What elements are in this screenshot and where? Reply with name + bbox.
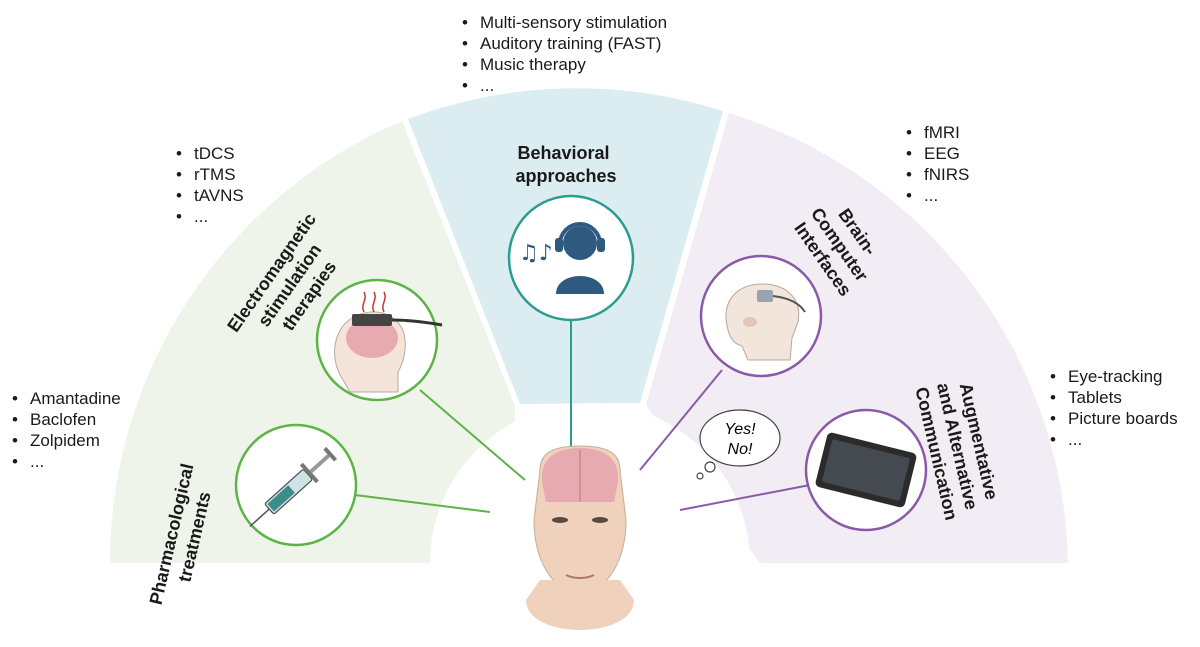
tablet-icon	[815, 432, 917, 508]
list-item: fNIRS	[902, 164, 969, 185]
aac-list: Eye-tracking Tablets Picture boards ...	[1046, 366, 1178, 450]
sector-pharma-electro	[109, 121, 515, 563]
headphones-person-icon: ♫♪	[519, 222, 605, 294]
electro-list: tDCS rTMS tAVNS ...	[172, 143, 244, 227]
list-item: Zolpidem	[8, 430, 121, 451]
behavioral-title: Behavioral approaches	[515, 143, 616, 186]
head-stimulation-icon	[334, 291, 443, 393]
list-item: Music therapy	[458, 54, 667, 75]
speech-bubble: Yes! No!	[696, 409, 781, 480]
svg-text:♫♪: ♫♪	[519, 241, 553, 266]
list-item: Amantadine	[8, 388, 121, 409]
skull-bci-icon	[725, 283, 806, 361]
list-item: Auditory training (FAST)	[458, 33, 667, 54]
list-item: Picture boards	[1046, 408, 1178, 429]
list-item: rTMS	[172, 164, 244, 185]
list-item: ...	[1046, 429, 1178, 450]
list-item: Tablets	[1046, 387, 1178, 408]
bci-list: fMRI EEG fNIRS ...	[902, 122, 969, 206]
list-item: ...	[8, 451, 121, 472]
aac-title: Augmentative and Alternative Communicati…	[911, 375, 1004, 522]
syringe-icon	[249, 446, 338, 528]
list-item: ...	[172, 206, 244, 227]
connector-electro	[419, 389, 526, 481]
connector-aac	[679, 484, 811, 511]
list-item: Baclofen	[8, 409, 121, 430]
list-item: tDCS	[172, 143, 244, 164]
list-item: Eye-tracking	[1046, 366, 1178, 387]
pharma-list: Amantadine Baclofen Zolpidem ...	[8, 388, 121, 472]
list-item: EEG	[902, 143, 969, 164]
connector-pharma	[354, 494, 491, 513]
list-item: fMRI	[902, 122, 969, 143]
list-item: ...	[458, 75, 667, 96]
central-head-icon	[526, 445, 634, 630]
list-item: Multi-sensory stimulation	[458, 12, 667, 33]
list-item: ...	[902, 185, 969, 206]
list-item: tAVNS	[172, 185, 244, 206]
speech-no: No!	[728, 441, 753, 458]
speech-yes: Yes!	[724, 421, 756, 438]
behavioral-list: Multi-sensory stimulation Auditory train…	[458, 12, 667, 96]
connector-bci	[639, 369, 723, 471]
